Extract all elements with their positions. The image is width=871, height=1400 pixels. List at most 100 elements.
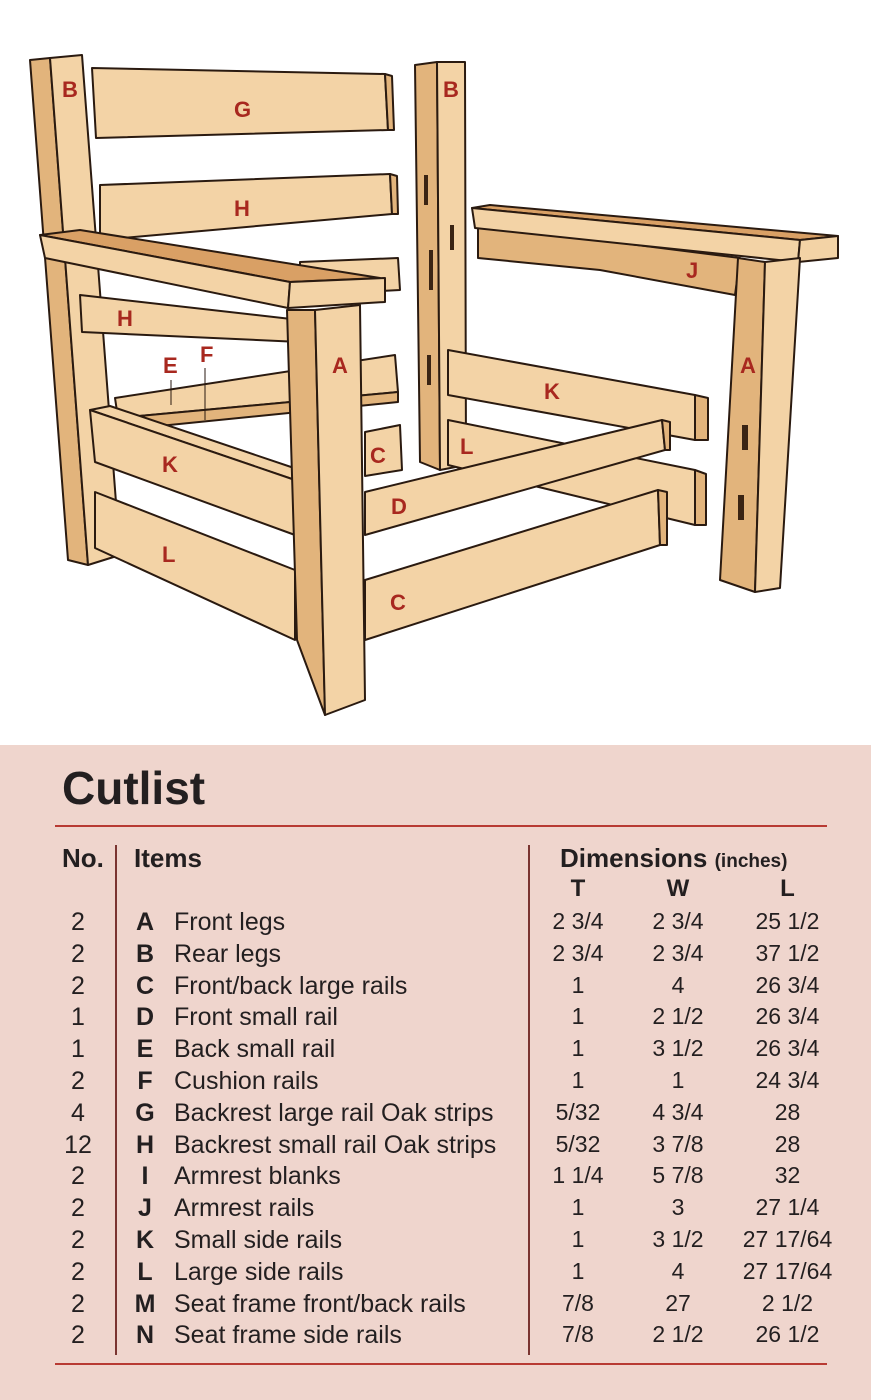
cell-no: 2 — [71, 1321, 85, 1350]
label-b-right: B — [443, 77, 459, 102]
cell-item: Large side rails — [174, 1257, 344, 1286]
cell-item: Seat frame side rails — [174, 1321, 402, 1350]
cell-no: 2 — [71, 1194, 85, 1223]
cell-w: 2 3/4 — [652, 939, 704, 966]
cell-l: 27 17/64 — [742, 1257, 833, 1284]
cell-w: 4 — [671, 1257, 685, 1284]
cell-w: 2 3/4 — [652, 908, 704, 934]
cell-l: 2 1/2 — [761, 1289, 814, 1316]
cell-item: Front small rail — [174, 1003, 338, 1032]
cell-l: 25 1/2 — [755, 908, 820, 934]
header-w: W — [666, 875, 690, 902]
cell-l: 24 3/4 — [755, 1067, 820, 1093]
label-c-rear: C — [370, 443, 386, 468]
cell-t: 7/8 — [562, 1289, 594, 1316]
cell-item: Rear legs — [174, 939, 281, 968]
header-t: T — [570, 875, 586, 902]
cell-item: Cushion rails — [174, 1067, 319, 1095]
cell-item: Front legs — [174, 908, 286, 936]
label-k-right: K — [544, 379, 560, 404]
label-h-lower: H — [117, 306, 133, 331]
cell-no: 2 — [71, 971, 85, 1000]
cell-item: Backrest large rail Oak strips — [174, 1098, 494, 1127]
chair-exploded-diagram: B G B H H J E F A A K K C L D L C — [29, 54, 839, 716]
label-l-right: L — [460, 434, 473, 459]
cell-l: 26 3/4 — [755, 1035, 820, 1062]
label-j: J — [686, 258, 698, 283]
label-k-left: K — [162, 452, 178, 477]
cell-t: 1 — [571, 1003, 585, 1030]
chair-illustration: B G B H H J E F A A K K C L D L C — [29, 54, 839, 716]
cell-t: 5/32 — [555, 1098, 601, 1125]
cell-w: 27 — [665, 1289, 691, 1316]
cell-letter: N — [135, 1321, 155, 1350]
table-row: 2 N Seat frame side rails 7/8 2 1/2 26 1/2 — [0, 1321, 871, 1353]
cell-w: 4 — [671, 971, 685, 998]
cell-item: Back small rail — [174, 1035, 336, 1064]
rear-leg-right-side — [414, 61, 441, 471]
cell-item: Armrest blanks — [174, 1162, 341, 1191]
cell-letter: J — [138, 1194, 152, 1223]
column-divider-left — [115, 845, 117, 1355]
header-dimensions: Dimensions (inches) — [560, 843, 787, 874]
mortise — [424, 175, 428, 205]
backrest-large-rail-end — [384, 73, 395, 131]
label-e: E — [163, 353, 178, 378]
cell-t: 7/8 — [562, 1321, 594, 1348]
cell-l: 37 1/2 — [755, 939, 820, 966]
large-side-rail-right-tenon — [694, 469, 707, 526]
front-large-rail-end — [657, 489, 668, 546]
cell-l: 26 1/2 — [755, 1321, 820, 1348]
label-c-front: C — [390, 590, 406, 615]
mortise — [742, 425, 748, 450]
top-divider — [55, 825, 827, 827]
cell-t: 1 — [571, 1035, 585, 1062]
cell-t: 1 — [571, 1226, 585, 1252]
cell-w: 2 1/2 — [652, 1321, 704, 1348]
cell-t: 1 — [571, 971, 585, 998]
cell-no: 2 — [71, 1162, 85, 1191]
cell-t: 1 — [571, 1257, 585, 1284]
header-dimensions-label: Dimensions — [560, 843, 708, 873]
rear-leg-right-front — [436, 61, 467, 471]
cell-no: 2 — [71, 1289, 85, 1318]
cell-letter: K — [135, 1226, 155, 1254]
cell-letter: B — [135, 939, 155, 968]
cell-t: 2 3/4 — [552, 939, 604, 966]
armrest-rail — [477, 224, 741, 296]
cell-w: 1 — [671, 1067, 685, 1093]
mortise — [450, 225, 454, 250]
label-a-left: A — [332, 353, 348, 378]
front-leg-left-front — [314, 304, 366, 716]
front-small-rail-end — [661, 419, 671, 451]
armrest-right-front — [797, 235, 839, 263]
cell-item: Armrest rails — [174, 1194, 315, 1223]
cell-letter: D — [135, 1003, 155, 1032]
cell-item: Front/back large rails — [174, 971, 408, 1000]
label-d: D — [391, 494, 407, 519]
cell-l: 26 3/4 — [755, 971, 820, 998]
backrest-small-rail-end — [389, 173, 399, 215]
cell-l: 26 3/4 — [755, 1003, 820, 1030]
column-divider-right — [528, 845, 530, 1355]
mortise — [429, 250, 433, 290]
cell-letter: L — [137, 1257, 153, 1286]
label-l-left: L — [162, 542, 175, 567]
cell-no: 4 — [71, 1098, 85, 1127]
cell-letter: I — [141, 1162, 149, 1191]
cell-w: 3 — [671, 1194, 685, 1221]
cell-letter: A — [135, 908, 155, 936]
cell-l: 28 — [774, 1130, 801, 1157]
cell-l: 27 17/64 — [742, 1226, 833, 1252]
cell-letter: M — [134, 1289, 156, 1318]
cell-w: 5 7/8 — [652, 1162, 704, 1189]
